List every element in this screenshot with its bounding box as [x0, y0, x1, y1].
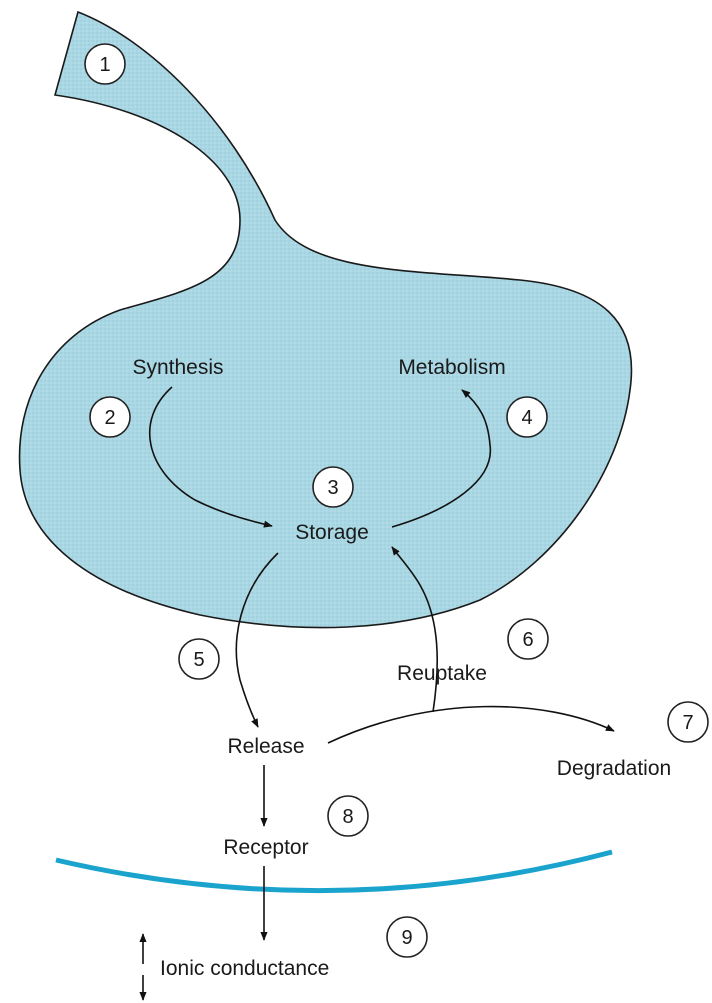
step-number: 7: [682, 712, 693, 734]
step-badge-8: 8: [327, 795, 369, 837]
step-badge-2: 2: [89, 396, 131, 438]
step-number: 1: [99, 54, 110, 76]
step-badge-4: 4: [506, 396, 548, 438]
label-ionic-conductance: Ionic conductance: [160, 957, 329, 980]
step-badge-3: 3: [312, 466, 354, 508]
label-receptor: Receptor: [223, 836, 308, 859]
label-storage: Storage: [295, 521, 369, 544]
arrow-storage-to-release: [235, 552, 279, 728]
arrow-reuptake-to-storage: [391, 546, 438, 713]
step-number: 8: [342, 806, 353, 828]
step-badge-9: 9: [386, 916, 428, 958]
step-number: 9: [401, 927, 412, 949]
step-number: 6: [522, 629, 533, 651]
step-badge-7: 7: [667, 701, 709, 743]
step-badge-6: 6: [507, 618, 549, 660]
label-synthesis: Synthesis: [132, 356, 223, 379]
label-release: Release: [227, 735, 304, 758]
presynaptic-terminal: [18, 10, 633, 629]
step-number: 5: [193, 649, 204, 671]
postsynaptic-membrane: [55, 849, 613, 894]
label-degradation: Degradation: [557, 757, 671, 780]
label-metabolism: Metabolism: [398, 356, 505, 379]
arrow-storage-to-metabolism: [391, 389, 492, 528]
label-reuptake: Reuptake: [397, 662, 487, 685]
step-number: 3: [327, 477, 338, 499]
step-number: 4: [521, 407, 532, 429]
step-badge-1: 1: [84, 43, 126, 85]
arrow-synthesis-to-storage: [148, 386, 273, 528]
step-badge-5: 5: [178, 638, 220, 680]
arrow-release-to-degradation: [327, 705, 615, 744]
step-number: 2: [104, 407, 115, 429]
